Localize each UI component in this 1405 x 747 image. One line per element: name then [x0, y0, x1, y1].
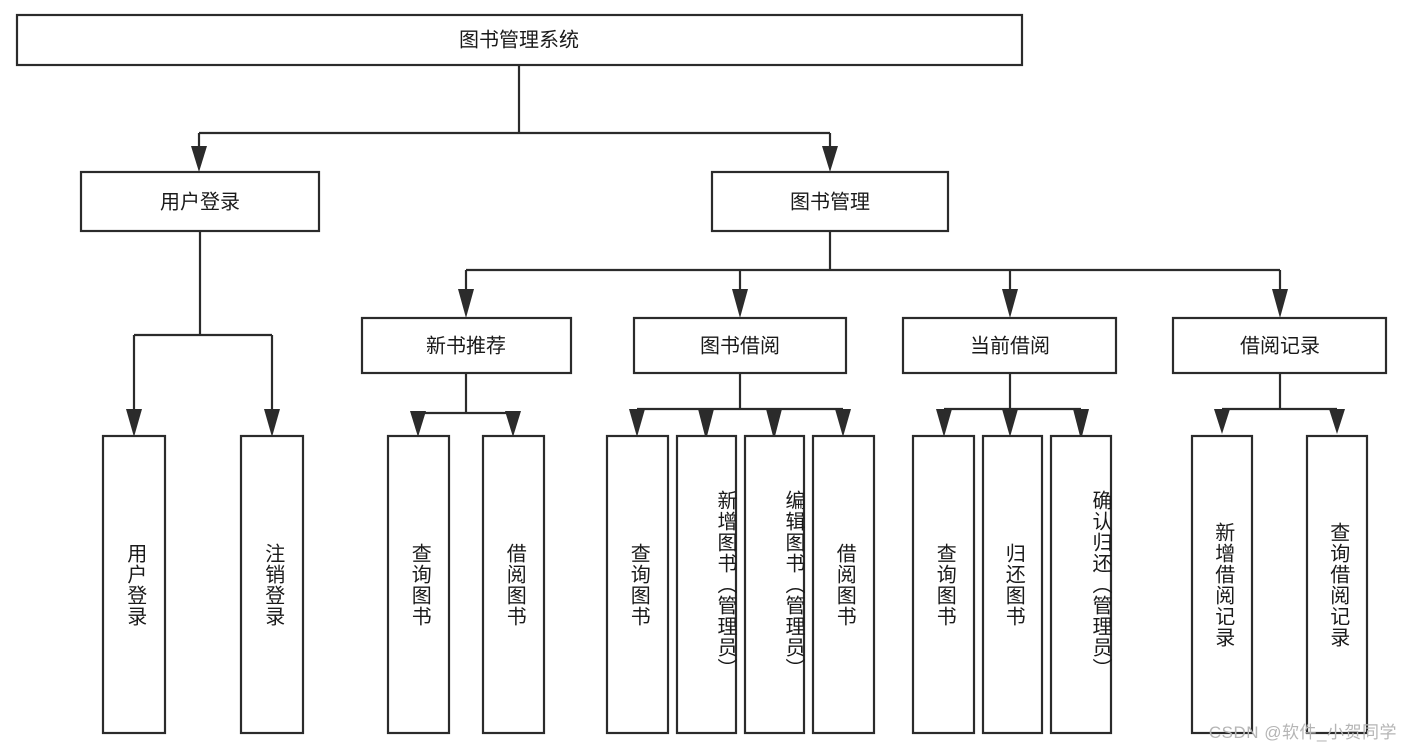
arrowhead-leaf-query-book-3 [936, 409, 952, 437]
node-new-book-recommend-label: 新书推荐 [426, 334, 506, 357]
node-book-borrow[interactable]: 图书借阅 [632, 316, 848, 375]
arrowhead-book-management [822, 146, 838, 172]
node-book-management-box[interactable] [710, 170, 950, 233]
leaf-box-borrow-book-2[interactable] [811, 434, 876, 735]
node-current-borrow-label: 当前借阅 [970, 334, 1050, 357]
node-new-book-recommend-box[interactable] [360, 316, 573, 375]
node-borrow-record-box[interactable] [1171, 316, 1388, 375]
arrowhead-leaf-query-record [1329, 409, 1345, 434]
node-root-label: 图书管理系统 [459, 28, 579, 51]
arrowhead-new-book-recommend [458, 289, 474, 318]
leaf-box-add-book[interactable] [675, 434, 738, 735]
node-root[interactable]: 图书管理系统 [15, 13, 1024, 67]
leaf-box-query-record[interactable] [1305, 434, 1369, 735]
node-user-login[interactable]: 用户登录 [79, 170, 321, 233]
arrowhead-leaf-user-login [126, 409, 142, 437]
watermark-text: CSDN @软件_小贺同学 [1208, 723, 1397, 742]
leaf-box-confirm-return[interactable] [1049, 434, 1113, 735]
node-new-book-recommend[interactable]: 新书推荐 [360, 316, 573, 375]
leaf-box-query-book-3[interactable] [911, 434, 976, 735]
node-book-management[interactable]: 图书管理 [710, 170, 950, 233]
node-current-borrow-box[interactable] [901, 316, 1118, 375]
node-user-login-label: 用户登录 [160, 190, 240, 213]
arrowhead-leaf-edit-book [766, 409, 782, 440]
leaf-box-query-book-2[interactable] [605, 434, 670, 735]
arrowhead-book-borrow [732, 289, 748, 318]
leaf-box-edit-book[interactable] [743, 434, 806, 735]
node-root-box[interactable] [15, 13, 1024, 67]
arrowhead-leaf-borrow-book-1 [505, 411, 521, 437]
leaf-box-return-book[interactable] [981, 434, 1044, 735]
arrowhead-borrow-record [1272, 289, 1288, 318]
arrowhead-leaf-query-book-2 [629, 409, 645, 437]
arrowhead-leaf-logout-login [264, 409, 280, 437]
node-current-borrow[interactable]: 当前借阅 [901, 316, 1118, 375]
arrowhead-leaf-confirm-return [1073, 409, 1089, 440]
leaf-box-logout-login[interactable] [239, 434, 305, 735]
arrowhead-leaf-query-book-1 [410, 411, 426, 437]
leaf-box-query-book-1[interactable] [386, 434, 451, 735]
node-book-borrow-box[interactable] [632, 316, 848, 375]
arrowhead-leaf-return-book [1002, 409, 1018, 437]
node-borrow-record[interactable]: 借阅记录 [1171, 316, 1388, 375]
arrowhead-user-login [191, 146, 207, 172]
leaf-box-user-login[interactable] [101, 434, 167, 735]
node-book-borrow-label: 图书借阅 [700, 334, 780, 357]
arrowhead-leaf-add-record [1214, 409, 1230, 434]
arrowhead-leaf-borrow-book-2 [835, 409, 851, 437]
node-book-management-label: 图书管理 [790, 190, 870, 213]
leaf-box-add-record[interactable] [1190, 434, 1254, 735]
node-borrow-record-label: 借阅记录 [1240, 334, 1320, 357]
leaf-box-borrow-book-1[interactable] [481, 434, 546, 735]
arrowhead-current-borrow [1002, 289, 1018, 318]
arrowhead-leaf-add-book [698, 409, 714, 440]
